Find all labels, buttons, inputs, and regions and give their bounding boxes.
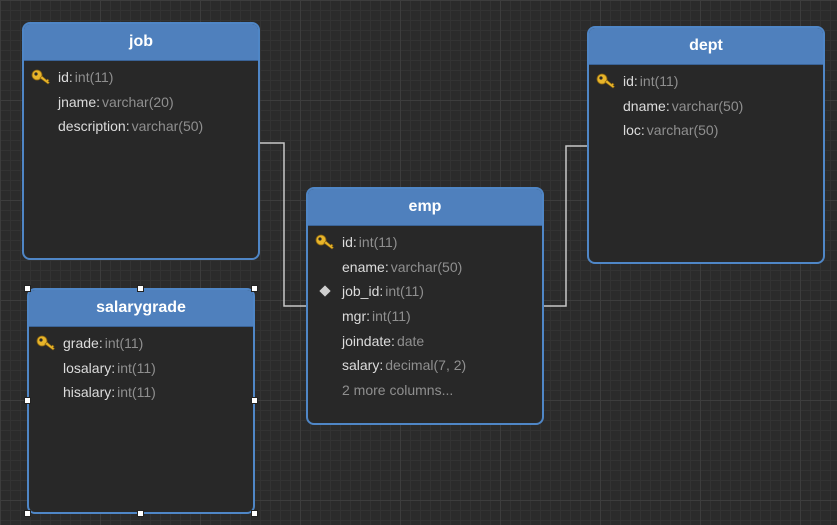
column-type: int(11) [74,69,114,86]
column-type: int(11) [639,73,679,90]
table-dept[interactable]: dept id: int(11) dname: varchar(50) loc:… [587,26,825,264]
resize-handle-bottom-center[interactable] [137,510,144,517]
column-name: joindate [342,332,392,349]
primary-key-icon [589,72,623,90]
column-separator: : [111,359,116,376]
column-type: varchar(50) [646,122,719,139]
column-name: id [58,69,69,86]
foreign-key-icon [308,285,342,298]
column-separator: : [68,69,73,86]
column-row[interactable]: salary: decimal(7, 2) [308,353,542,378]
column-name: jname [58,93,97,110]
table-dept-columns: id: int(11) dname: varchar(50) loc: varc… [589,65,823,143]
column-type: int(11) [372,308,411,325]
column-separator: : [379,357,384,374]
resize-handle-middle-right[interactable] [251,397,258,404]
column-separator: : [125,118,130,135]
column-type: varchar(20) [102,93,174,110]
column-separator: : [96,93,101,110]
table-job[interactable]: job id: int(11) jname: varchar(20) descr… [22,22,260,260]
job-emp-relationship-line[interactable] [260,142,307,307]
more-columns-row[interactable]: 2 more columns... [308,378,542,403]
dept-emp-relationship-line[interactable] [544,145,588,307]
column-separator: : [366,308,371,325]
primary-key-icon [308,233,342,251]
table-job-header[interactable]: job [24,24,258,61]
column-separator: : [665,97,670,114]
column-separator: : [633,73,638,90]
column-name: ename [342,258,385,275]
column-row[interactable]: id: int(11) [589,69,823,94]
column-row[interactable]: hisalary: int(11) [29,380,253,405]
column-separator: : [111,384,116,401]
column-row[interactable]: id: int(11) [24,65,258,90]
column-name: id [623,73,634,90]
table-emp-header[interactable]: emp [308,189,542,226]
column-name: id [342,234,353,251]
column-row[interactable]: ename: varchar(50) [308,255,542,280]
column-type: int(11) [358,234,398,251]
column-row[interactable]: id: int(11) [308,230,542,255]
resize-handle-middle-left[interactable] [24,397,31,404]
column-name: description [58,118,126,135]
more-columns-link[interactable]: 2 more columns... [342,381,454,398]
column-separator: : [391,332,395,349]
column-type: int(11) [385,283,424,300]
column-type: varchar(50) [671,97,744,114]
column-row[interactable]: dname: varchar(50) [589,94,823,119]
column-separator: : [379,283,384,300]
column-type: int(11) [117,384,156,401]
column-row[interactable]: losalary: int(11) [29,356,253,381]
table-salarygrade-columns: grade: int(11) losalary: int(11) hisalar… [29,327,253,405]
column-row[interactable]: loc: varchar(50) [589,118,823,143]
column-name: losalary [63,359,112,376]
resize-handle-top-center[interactable] [137,285,144,292]
column-name: mgr [342,308,367,325]
column-separator: : [640,122,645,139]
column-row[interactable]: grade: int(11) [29,331,253,356]
column-type: decimal(7, 2) [385,357,467,374]
column-separator: : [384,258,389,275]
resize-handle-top-left[interactable] [24,285,31,292]
column-type: varchar(50) [390,258,463,275]
column-separator: : [352,234,357,251]
resize-handle-bottom-left[interactable] [24,510,31,517]
table-salarygrade[interactable]: salarygrade grade: int(11) losalary: int… [27,288,255,514]
column-name: grade [63,335,99,352]
column-type: int(11) [117,359,156,376]
table-job-columns: id: int(11) jname: varchar(20) descripti… [24,61,258,139]
table-salarygrade-header[interactable]: salarygrade [29,290,253,327]
table-emp-columns: id: int(11) ename: varchar(50) job_id: i… [308,226,542,402]
column-type: int(11) [104,335,144,352]
column-type: date [396,332,425,349]
column-name: hisalary [63,384,112,401]
column-type: varchar(50) [131,118,204,135]
column-name: dname [623,97,666,114]
column-name: job_id [342,283,380,300]
column-row[interactable]: joindate: date [308,328,542,353]
resize-handle-top-right[interactable] [251,285,258,292]
column-row[interactable]: job_id: int(11) [308,279,542,304]
column-row[interactable]: jname: varchar(20) [24,90,258,115]
table-emp[interactable]: emp id: int(11) ename: varchar(50) job_i… [306,187,544,425]
column-name: loc [623,122,641,139]
primary-key-icon [24,68,58,86]
column-row[interactable]: mgr: int(11) [308,304,542,329]
table-dept-header[interactable]: dept [589,28,823,65]
column-row[interactable]: description: varchar(50) [24,114,258,139]
column-separator: : [98,335,103,352]
column-name: salary [342,357,380,374]
primary-key-icon [29,334,63,352]
resize-handle-bottom-right[interactable] [251,510,258,517]
